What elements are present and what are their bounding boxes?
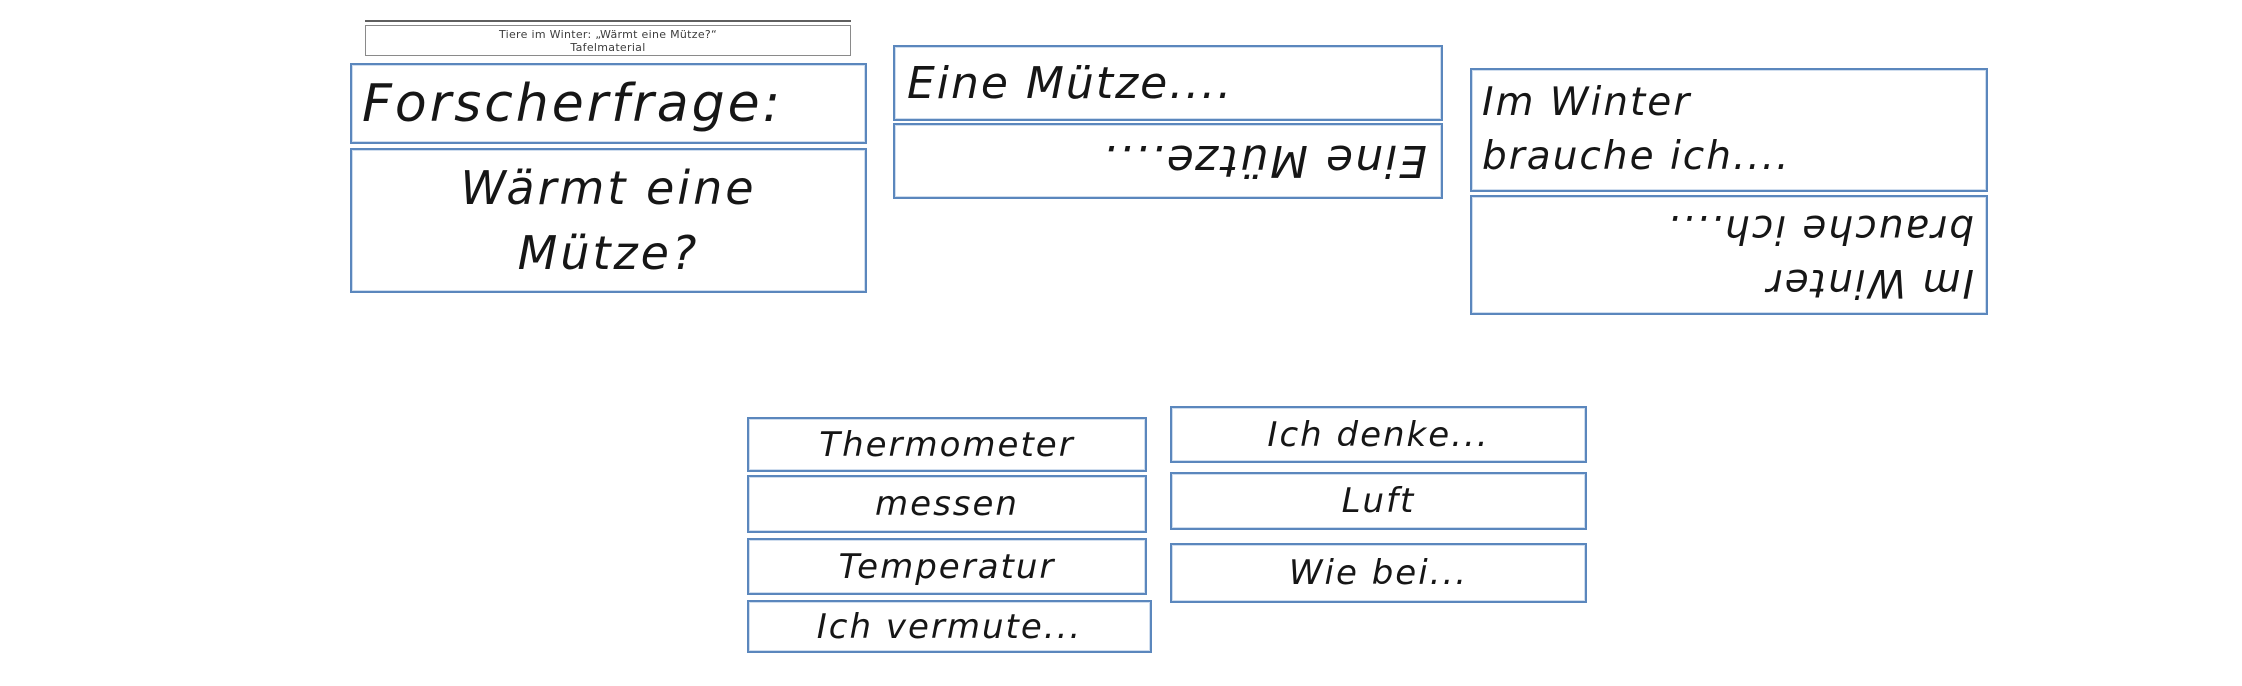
card-im-winter-flipped-line2: brauche ich.... bbox=[1665, 206, 1974, 251]
card-eine-muetze-label: Eine Mütze.... bbox=[907, 57, 1234, 109]
card-eine-muetze-flipped-label: Eine Mütze.... bbox=[1100, 135, 1427, 187]
card-im-winter: Im Winter brauche ich.... bbox=[1470, 68, 1988, 192]
word-card-wie-bei-label: Wie bei... bbox=[1288, 553, 1469, 593]
card-eine-muetze: Eine Mütze.... bbox=[893, 45, 1443, 121]
card-im-winter-line2: brauche ich.... bbox=[1482, 134, 1791, 179]
word-card-messen: messen bbox=[747, 475, 1147, 533]
card-im-winter-flipped-line1: Im Winter bbox=[1764, 259, 1974, 305]
card-forscherfrage: Forscherfrage: bbox=[350, 63, 867, 144]
word-card-ich-denke-label: Ich denke... bbox=[1267, 414, 1490, 455]
word-card-thermometer-label: Thermometer bbox=[819, 424, 1075, 465]
word-card-thermometer: Thermometer bbox=[747, 417, 1147, 472]
word-card-temperatur-label: Temperatur bbox=[838, 546, 1056, 587]
card-im-winter-flipped: Im Winter brauche ich.... bbox=[1470, 195, 1988, 315]
card-eine-muetze-flipped: Eine Mütze.... bbox=[893, 123, 1443, 199]
card-waermt-line1: Wärmt eine bbox=[460, 161, 757, 216]
word-card-wie-bei: Wie bei... bbox=[1170, 543, 1587, 603]
header-title: Tiere im Winter: „Wärmt eine Mütze?“ bbox=[498, 27, 718, 41]
word-card-luft-label: Luft bbox=[1341, 481, 1416, 521]
word-card-ich-denke: Ich denke... bbox=[1170, 406, 1587, 463]
header-rule bbox=[365, 20, 851, 22]
word-card-temperatur: Temperatur bbox=[747, 538, 1147, 595]
word-card-ich-vermute: Ich vermute... bbox=[747, 600, 1152, 653]
card-im-winter-line1: Im Winter bbox=[1482, 80, 1692, 126]
card-forscherfrage-label: Forscherfrage: bbox=[362, 73, 784, 134]
word-card-messen-label: messen bbox=[875, 484, 1019, 524]
card-waermt-line2: Mütze? bbox=[517, 225, 700, 280]
header-subtitle: Tafelmaterial bbox=[570, 40, 646, 54]
word-card-luft: Luft bbox=[1170, 472, 1587, 530]
document-header: Tiere im Winter: „Wärmt eine Mütze?“ Taf… bbox=[365, 25, 851, 56]
word-card-ich-vermute-label: Ich vermute... bbox=[816, 606, 1083, 647]
card-waermt-eine-muetze: Wärmt eine Mütze? bbox=[350, 148, 867, 293]
